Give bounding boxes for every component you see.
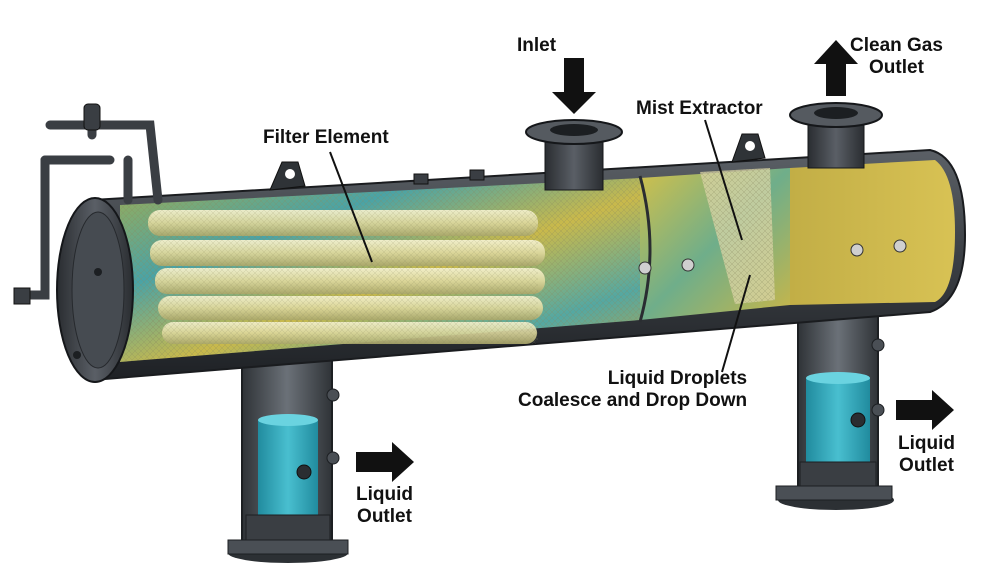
left-liquid-outlet-label: Liquid Outlet — [356, 484, 413, 527]
gas-outlet-arrow — [814, 40, 858, 96]
filter-element-label: Filter Element — [263, 127, 389, 148]
mist-extractor-pad — [700, 168, 775, 304]
inlet-arrow — [552, 58, 596, 114]
flow-arrows — [356, 40, 954, 482]
clean-gas-outlet-label: Clean Gas Outlet — [850, 35, 943, 78]
inlet-label: Inlet — [517, 35, 557, 56]
filter-element-tubes — [148, 210, 545, 344]
mist-extractor-label: Mist Extractor — [636, 98, 763, 119]
left-liquid-outlet-arrow — [356, 442, 414, 482]
gas-outlet-nozzle — [789, 102, 883, 169]
left-liquid-sump — [227, 354, 349, 563]
right-liquid-outlet-arrow — [896, 390, 954, 430]
leader-lines — [329, 119, 751, 373]
liquid-droplets-label: Liquid Droplets Coalesce and Drop Down — [518, 368, 748, 411]
right-liquid-outlet-label: Liquid Outlet — [898, 433, 955, 476]
right-liquid-sump — [775, 299, 894, 510]
inlet-nozzle — [525, 119, 623, 191]
horizontal-vessel — [56, 133, 967, 383]
